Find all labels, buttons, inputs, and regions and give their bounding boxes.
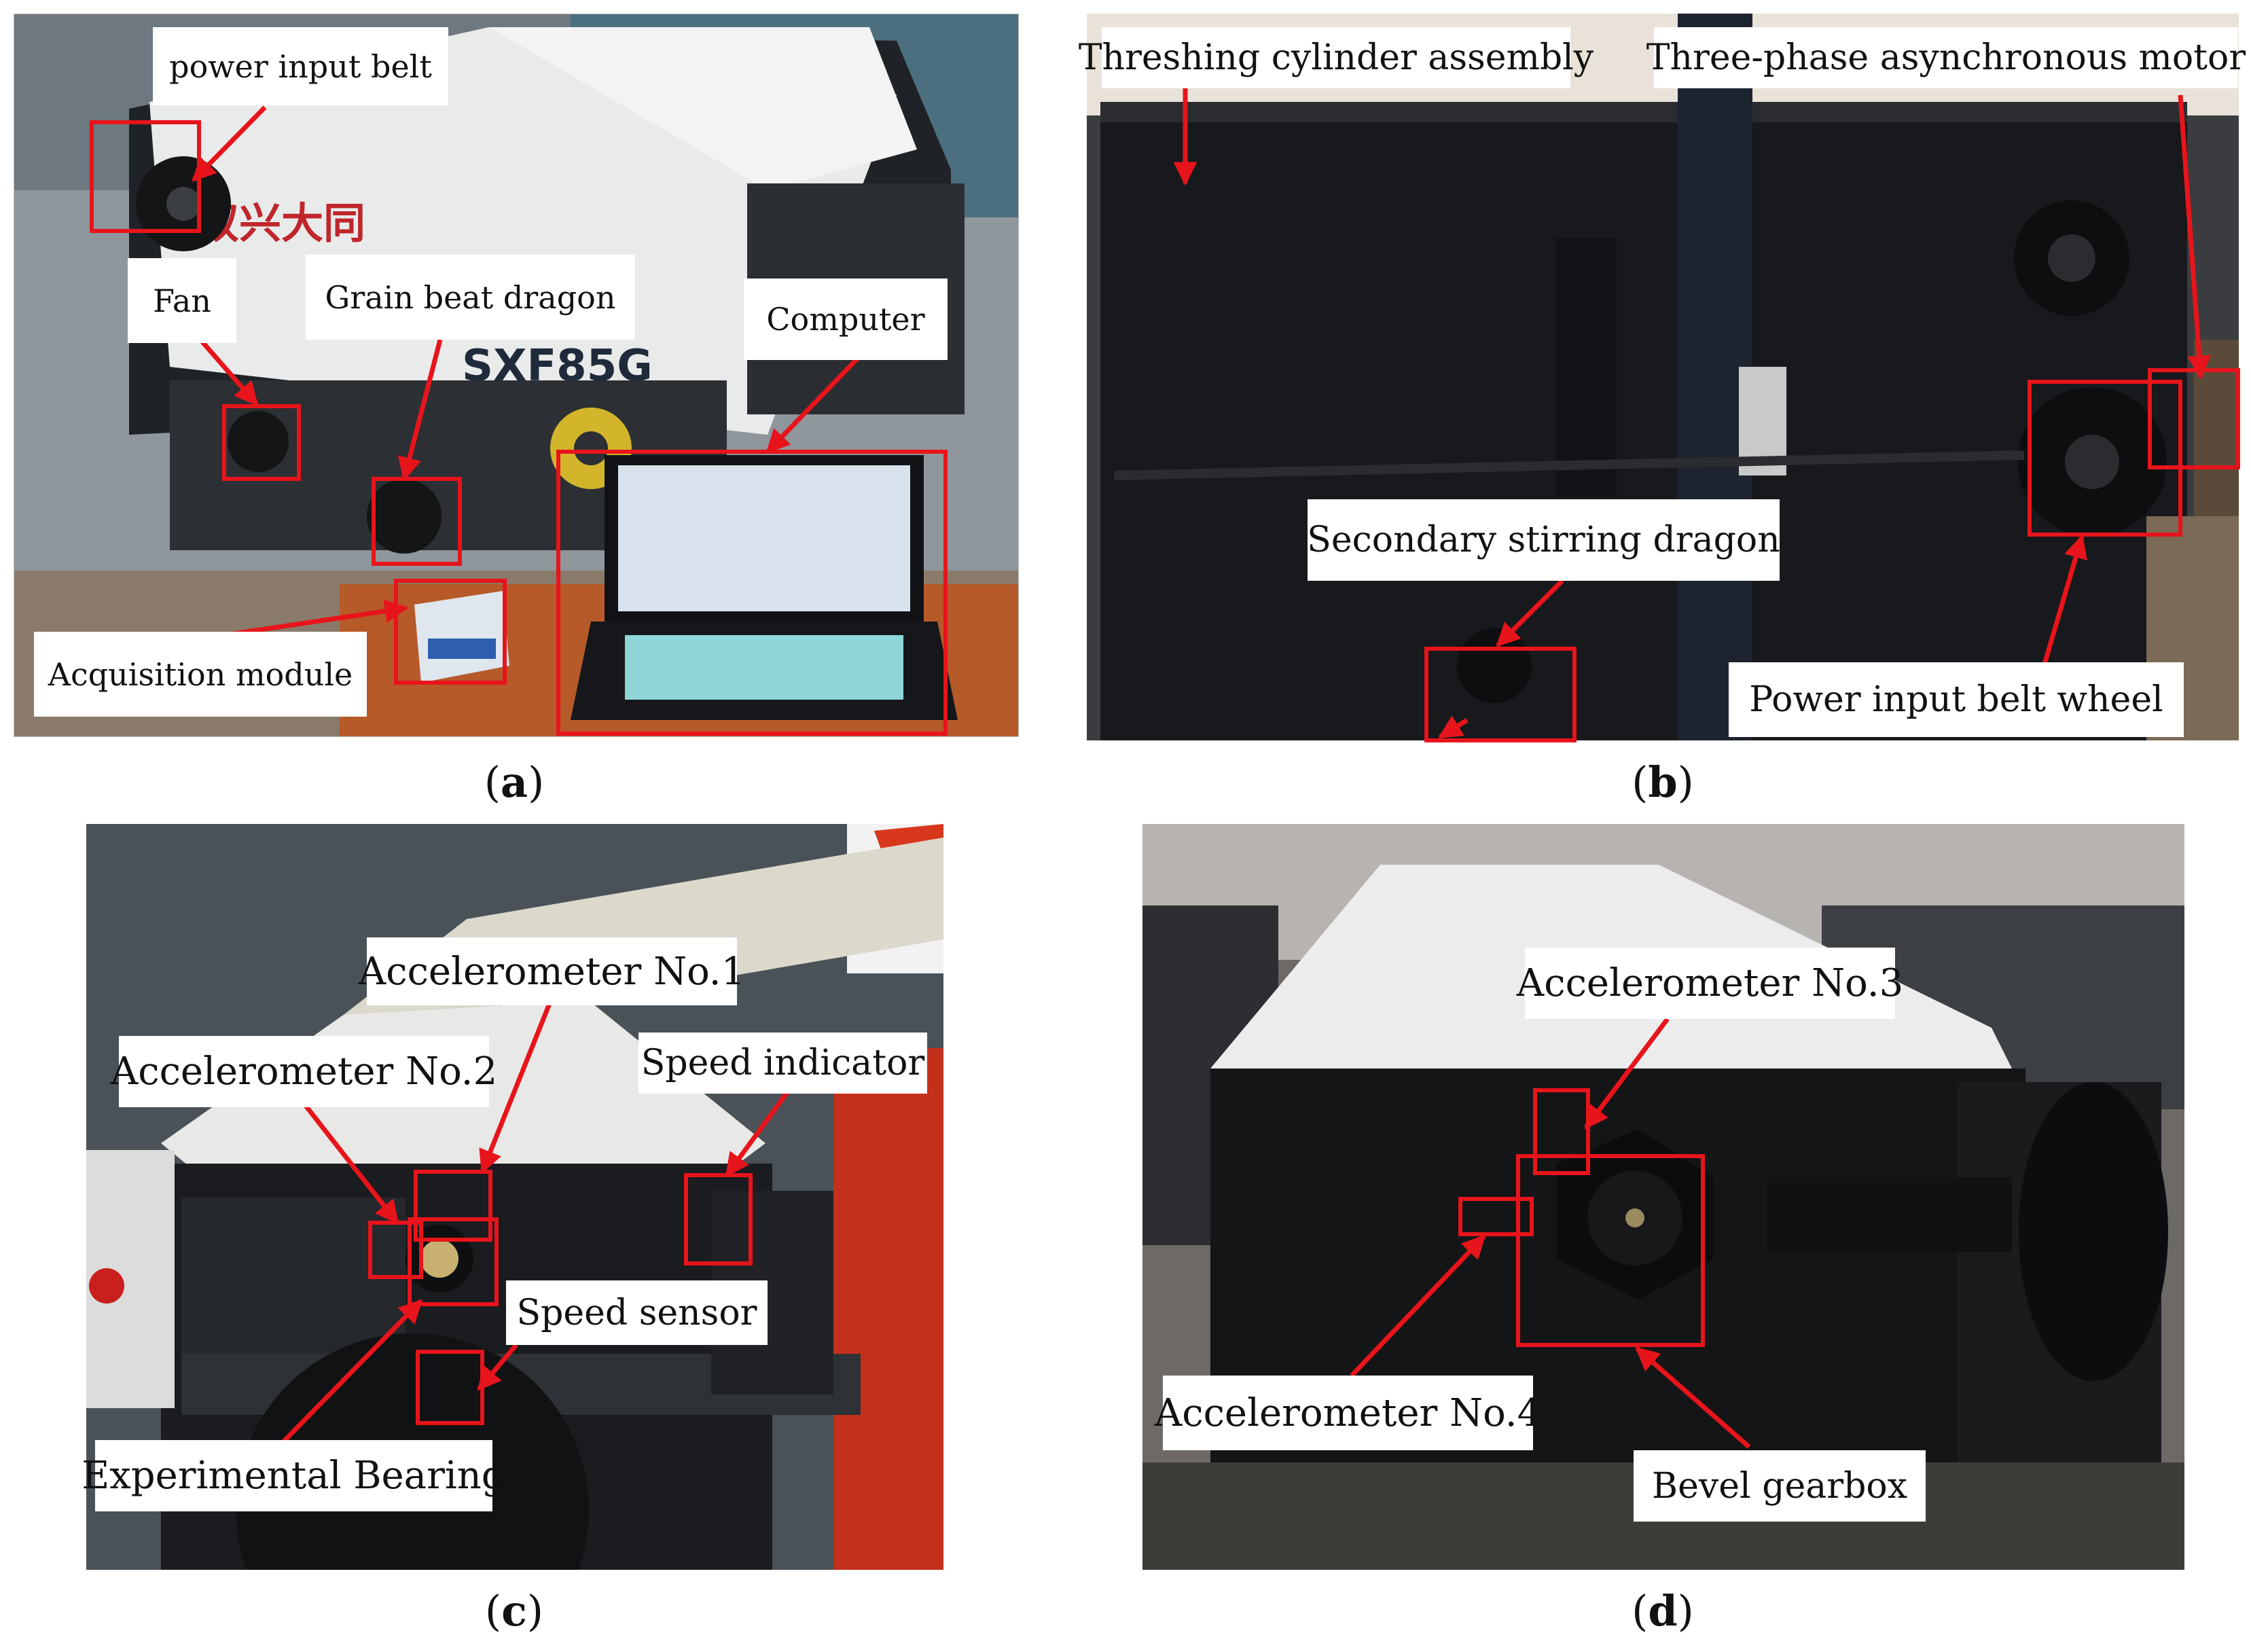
label-secondary-stirring: Secondary stirring dragon bbox=[1307, 499, 1780, 581]
label-grain-beat-dragon: Grain beat dragon bbox=[306, 255, 635, 340]
label-threshing-cylinder: Threshing cylinder assembly bbox=[1079, 27, 1593, 88]
label-accel-4: Accelerometer No.4 bbox=[1155, 1376, 1541, 1450]
label-speed-sensor: Speed sensor bbox=[506, 1280, 768, 1345]
caption-a: (a) bbox=[484, 757, 545, 807]
caption-c: (c) bbox=[484, 1586, 544, 1636]
label-experimental-bearing: Experimental Bearing bbox=[82, 1440, 506, 1511]
panel-a-photo: 双兴大同 SXF85G bbox=[14, 14, 1019, 737]
label-computer: Computer bbox=[744, 279, 948, 360]
caption-c-letter: c bbox=[501, 1586, 527, 1636]
caption-d-letter: d bbox=[1648, 1586, 1678, 1636]
caption-b-letter: b bbox=[1648, 757, 1678, 807]
caption-a-letter: a bbox=[500, 757, 528, 807]
panel-b-photo bbox=[1087, 14, 2239, 740]
label-accel-1: Accelerometer No.1 bbox=[359, 937, 745, 1005]
label-accel-3: Accelerometer No.3 bbox=[1517, 948, 1903, 1019]
label-fan: Fan bbox=[128, 258, 236, 343]
panel-a-scene: 双兴大同 SXF85G bbox=[14, 14, 1019, 737]
panel-b-scene bbox=[1087, 14, 2239, 740]
label-acquisition-module: Acquisition module bbox=[34, 632, 367, 717]
label-power-input-belt: power input belt bbox=[153, 27, 448, 105]
caption-d: (d) bbox=[1632, 1586, 1694, 1636]
caption-b: (b) bbox=[1632, 757, 1694, 807]
label-motor: Three-phase asynchronous motor bbox=[1646, 27, 2246, 88]
label-power-input-wheel: Power input belt wheel bbox=[1729, 662, 2184, 737]
label-accel-2: Accelerometer No.2 bbox=[111, 1036, 497, 1107]
label-speed-indicator: Speed indicator bbox=[638, 1032, 927, 1094]
label-bevel-gearbox: Bevel gearbox bbox=[1634, 1450, 1926, 1522]
